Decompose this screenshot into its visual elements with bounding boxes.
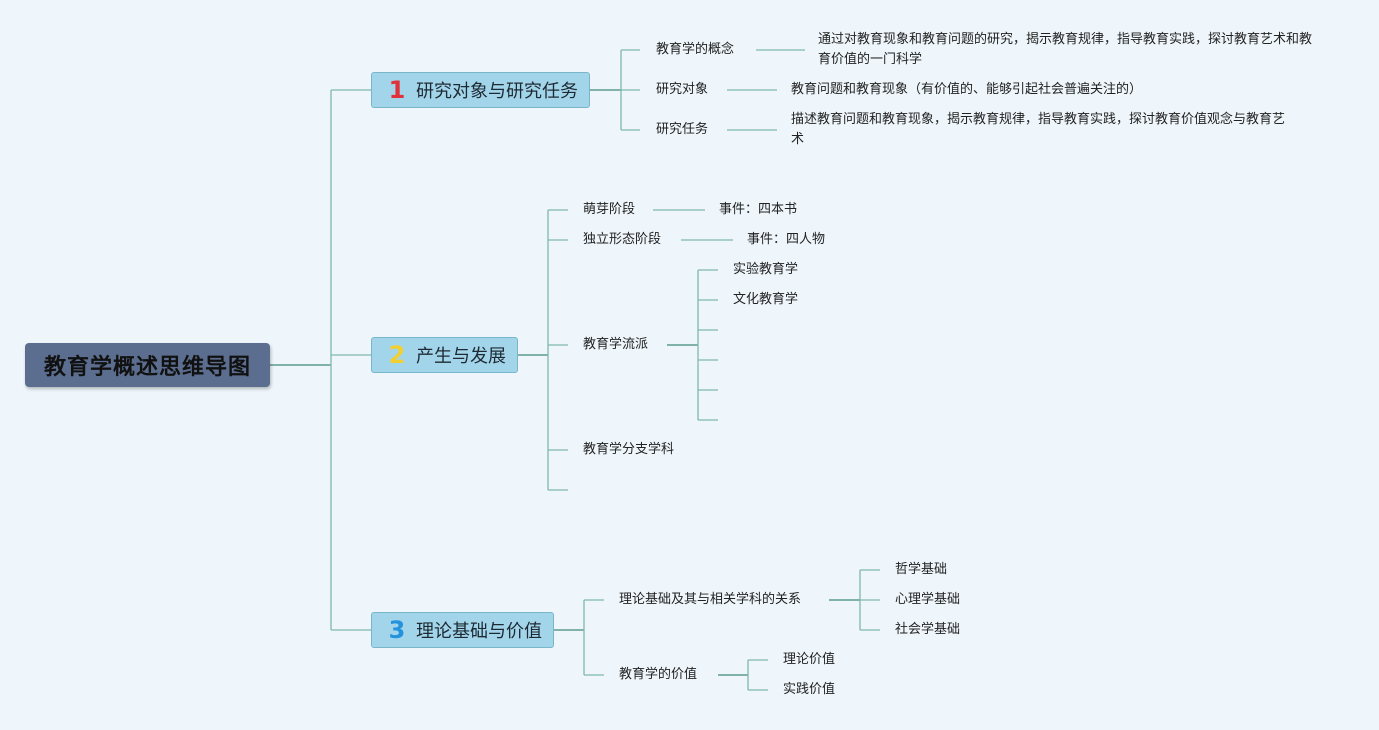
node-task-detail[interactable]: 描述教育问题和教育现象，揭示教育规律，指导教育实践，探讨教育价值观念与教育艺术 (791, 112, 1286, 147)
node-value[interactable]: 教育学的价值 (619, 667, 698, 682)
node-foundation-item[interactable]: 心理学基础 (895, 592, 961, 607)
branch-origin-topic[interactable]: 2 产生与发展 (371, 337, 518, 373)
node-sprout[interactable]: 萌芽阶段 (583, 202, 636, 217)
node-sprout-detail[interactable]: 事件：四本书 (719, 202, 798, 217)
node-school-item[interactable]: 文化教育学 (733, 292, 799, 307)
node-value-item[interactable]: 理论价值 (783, 652, 836, 667)
node-school-item[interactable]: 实验教育学 (733, 262, 799, 277)
branch-label: 理论基础与价值 (416, 621, 542, 642)
node-schools[interactable]: 教育学流派 (583, 337, 649, 352)
node-subdisciplines[interactable]: 教育学分支学科 (583, 442, 675, 457)
node-independent[interactable]: 独立形态阶段 (583, 232, 662, 247)
node-independent-detail[interactable]: 事件：四人物 (747, 232, 826, 247)
node-foundation-item[interactable]: 社会学基础 (895, 622, 961, 637)
root-title: 教育学概述思维导图 (43, 355, 251, 380)
branch-label: 研究对象与研究任务 (416, 81, 578, 102)
node-foundation[interactable]: 理论基础及其与相关学科的关系 (619, 592, 802, 607)
branch-number-2: 2 (388, 341, 406, 369)
node-object[interactable]: 研究对象 (656, 82, 709, 97)
root-topic[interactable]: 教育学概述思维导图 (25, 343, 270, 387)
node-task[interactable]: 研究任务 (656, 122, 709, 137)
node-value-item[interactable]: 实践价值 (783, 682, 836, 697)
node-concept[interactable]: 教育学的概念 (656, 42, 735, 57)
branch-foundation-topic[interactable]: 3 理论基础与价值 (371, 612, 554, 648)
node-foundation-item[interactable]: 哲学基础 (895, 562, 948, 577)
branch-research-topic[interactable]: 1 研究对象与研究任务 (371, 72, 590, 108)
branch-number-3: 3 (388, 616, 406, 644)
node-concept-detail[interactable]: 通过对教育现象和教育问题的研究，揭示教育规律，指导教育实践，探讨教育艺术和教育价… (818, 32, 1313, 67)
branch-number-1: 1 (388, 76, 406, 104)
node-object-detail[interactable]: 教育问题和教育现象（有价值的、能够引起社会普遍关注的） (791, 82, 1143, 97)
branch-label: 产生与发展 (416, 346, 506, 367)
